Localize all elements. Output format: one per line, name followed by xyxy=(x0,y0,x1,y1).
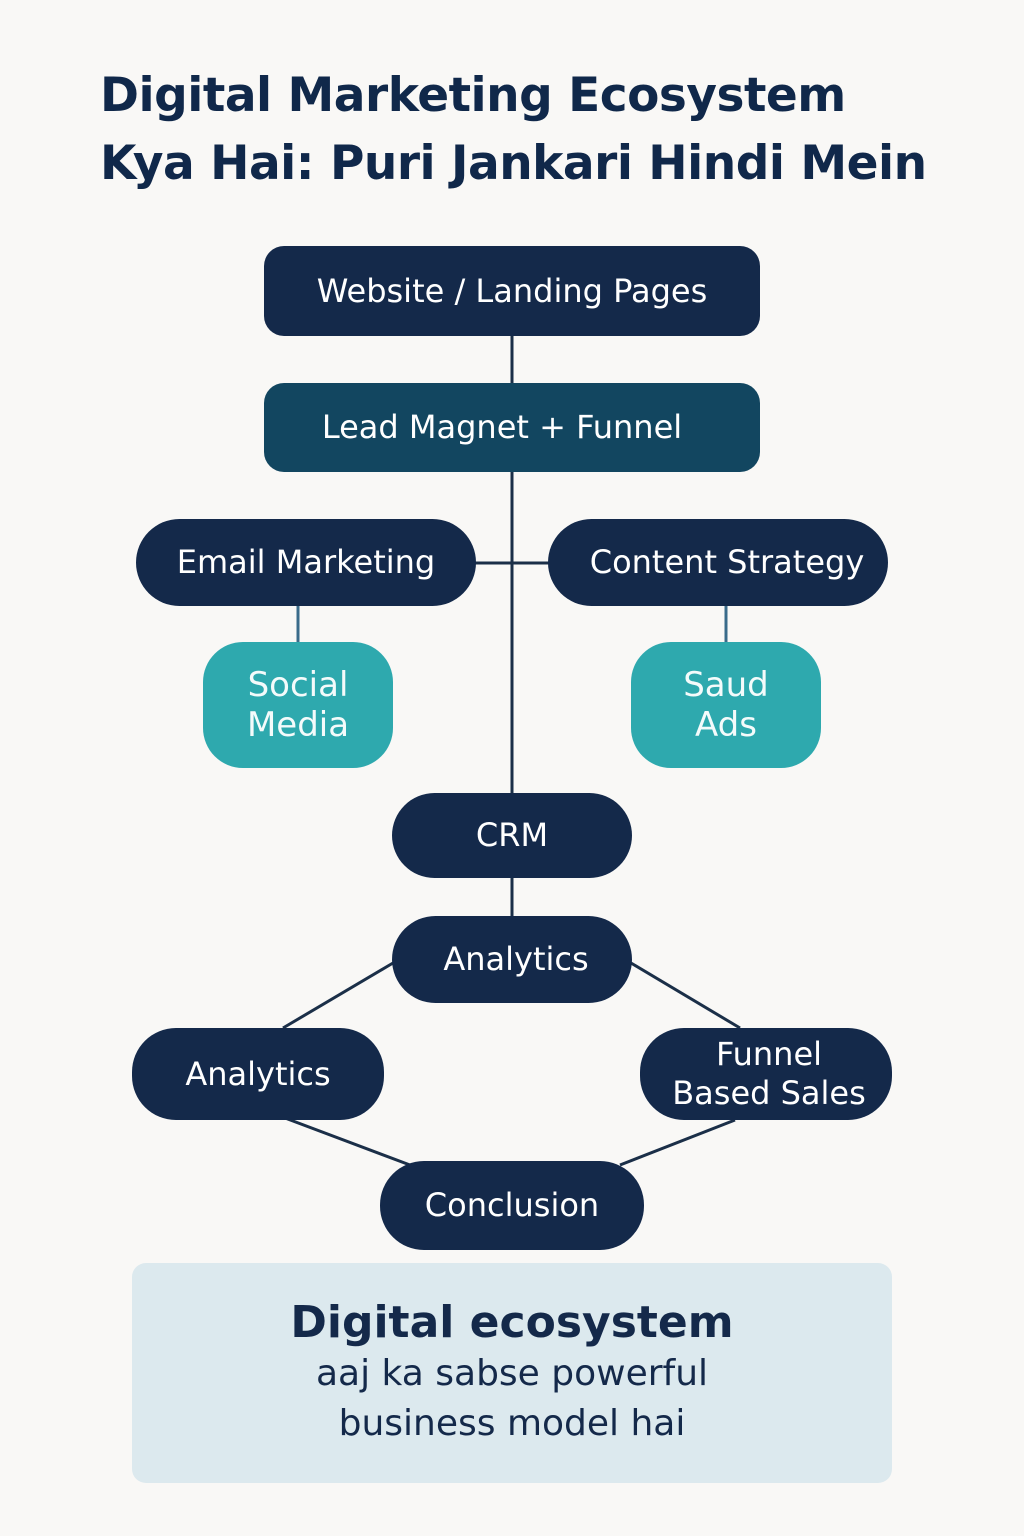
lead-magnet-funnel-label: Lead Magnet + Funnel xyxy=(321,408,683,446)
analytics-center-label: Analytics xyxy=(443,940,589,978)
summary-heading: Digital ecosystem xyxy=(290,1297,734,1348)
website-landing-pages-node: Website / Landing Pages xyxy=(264,246,760,336)
saud-ads-label-line2: Ads xyxy=(695,705,757,745)
email-marketing-label: Email Marketing xyxy=(176,543,436,581)
analytics-center-node: Analytics xyxy=(392,916,632,1003)
email-marketing-node: Email Marketing xyxy=(136,519,476,606)
title-line-2: Kya Hai: Puri Jankari Hindi Mein xyxy=(100,136,927,191)
connector-analytics-left xyxy=(282,961,394,1030)
lead-magnet-funnel-node: Lead Magnet + Funnel xyxy=(264,383,760,472)
page-title: Digital Marketing Ecosystem Kya Hai: Pur… xyxy=(100,62,1000,198)
conclusion-node: Conclusion xyxy=(380,1161,644,1250)
social-media-label-line1: Social xyxy=(247,665,349,705)
social-media-label-line2: Media xyxy=(246,705,350,745)
funnel-based-sales-node: Funnel Based Sales xyxy=(640,1028,892,1120)
title-line-1: Digital Marketing Ecosystem xyxy=(100,68,846,123)
social-media-node: Social Media xyxy=(203,642,393,768)
analytics-left-label: Analytics xyxy=(185,1054,331,1093)
connector-analytics-right xyxy=(630,961,741,1030)
saud-ads-label-line1: Saud xyxy=(683,665,769,705)
summary-line-2: business model hai xyxy=(338,1403,686,1444)
funnel-based-sales-label-line1: Funnel xyxy=(715,1035,823,1073)
crm-node: CRM xyxy=(392,793,632,878)
funnel-based-sales-label-line2: Based Sales xyxy=(672,1074,866,1112)
website-landing-pages-label: Website / Landing Pages xyxy=(316,271,708,310)
content-strategy-node: Content Strategy xyxy=(548,519,888,606)
content-strategy-label: Content Strategy xyxy=(589,543,865,581)
crm-label: CRM xyxy=(475,816,549,854)
analytics-left-node: Analytics xyxy=(132,1028,384,1120)
conclusion-label: Conclusion xyxy=(424,1186,600,1224)
saud-ads-node: Saud Ads xyxy=(631,642,821,768)
connector-left-conclusion xyxy=(284,1116,411,1167)
summary-line-1: aaj ka sabse powerful xyxy=(315,1353,709,1394)
summary-box: Digital ecosystem aaj ka sabse powerful … xyxy=(132,1263,892,1483)
connector-right-conclusion xyxy=(619,1118,736,1167)
